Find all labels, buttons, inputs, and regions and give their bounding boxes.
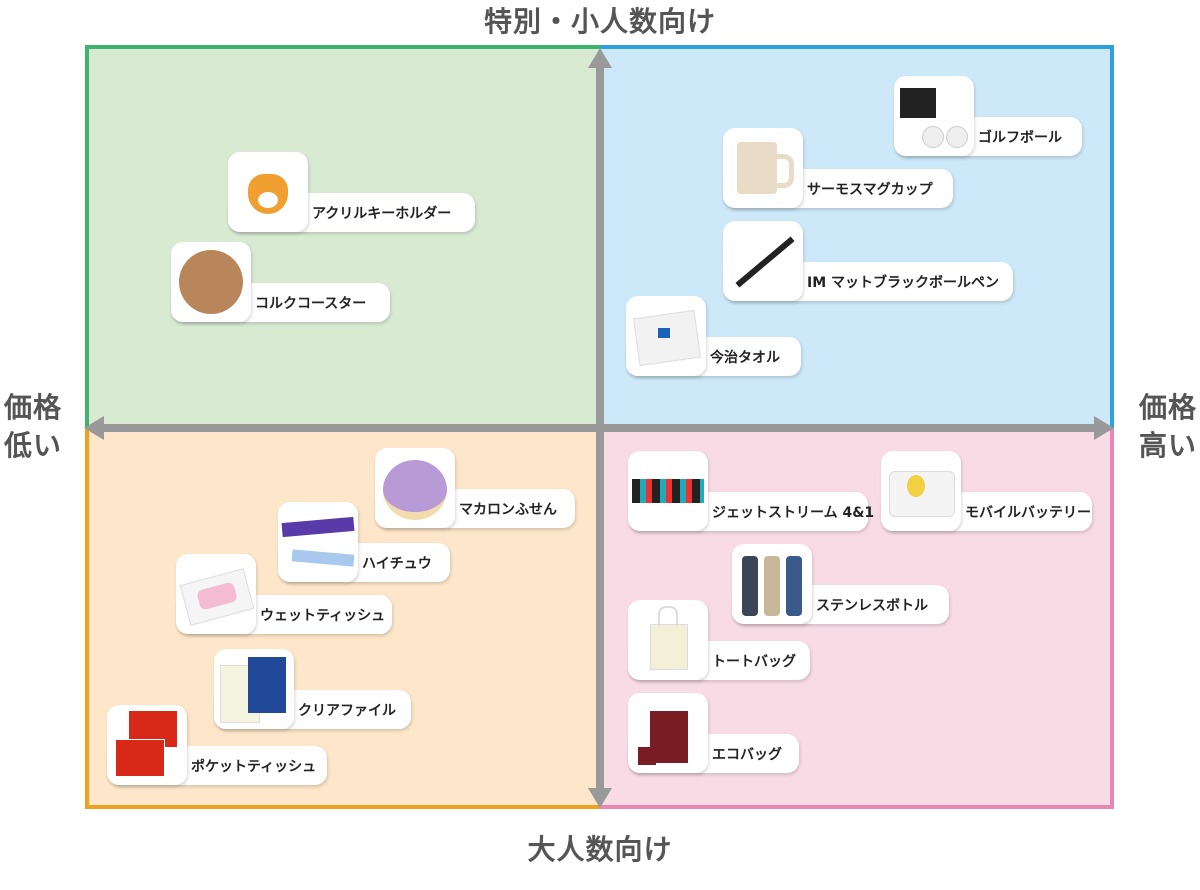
tote-bag-icon <box>628 600 708 680</box>
eco-bag-icon <box>628 693 708 773</box>
axis-label-right-line1: 価格 <box>1138 391 1197 424</box>
product-card: マカロンふせん <box>375 448 575 528</box>
product-label: アクリルキーホルダー <box>312 206 452 222</box>
product-card: IM マットブラックボールペン <box>723 221 1013 301</box>
product-card: ハイチュウ <box>278 502 450 582</box>
product-card: トートバッグ <box>628 600 810 680</box>
axis-label-left-line1: 価格 <box>3 391 62 424</box>
product-label: モバイルバッテリー <box>965 505 1091 521</box>
product-card: アクリルキーホルダー <box>228 152 475 232</box>
product-label: ウェットティッシュ <box>260 608 386 624</box>
product-label: ステンレスボトル <box>816 598 928 614</box>
product-card: ポケットティッシュ <box>107 705 327 785</box>
arrow-right-icon <box>1094 416 1114 440</box>
pocket-tissue-icon <box>107 705 187 785</box>
axis-label-top: 特別・小人数向け <box>483 5 716 38</box>
arrow-down-icon <box>588 788 612 808</box>
product-card: ジェットストリーム 4&1 <box>628 451 874 531</box>
macaron-sticky-icon <box>375 448 455 528</box>
product-label: マカロンふせん <box>459 502 557 518</box>
product-label: コルクコースター <box>255 296 367 312</box>
multi-pen-icon <box>628 451 708 531</box>
product-card: サーモスマグカップ <box>723 128 953 208</box>
product-card: ウェットティッシュ <box>176 554 392 634</box>
axis-label-right-line2: 高い <box>1138 429 1197 462</box>
axis-label-left-line2: 低い <box>3 429 62 462</box>
product-label: IM マットブラックボールペン <box>807 275 1000 291</box>
product-card: ステンレスボトル <box>732 544 949 624</box>
wet-tissue-icon <box>176 554 256 634</box>
mug-icon <box>723 128 803 208</box>
fox-keychain-icon <box>228 152 308 232</box>
product-card: モバイルバッテリー <box>881 451 1092 531</box>
arrow-up-icon <box>588 48 612 68</box>
product-label: トートバッグ <box>712 654 796 670</box>
product-card: ゴルフボール <box>894 76 1082 156</box>
product-label: ジェットストリーム 4&1 <box>712 505 875 521</box>
product-label: 今治タオル <box>710 350 780 366</box>
product-label: ゴルフボール <box>978 130 1062 146</box>
candy-icon <box>278 502 358 582</box>
axis-label-right: 価格高い <box>1133 389 1200 465</box>
pen-icon <box>723 221 803 301</box>
bottle-icon <box>732 544 812 624</box>
product-label: ハイチュウ <box>362 556 432 572</box>
product-label: エコバッグ <box>712 747 782 763</box>
cork-coaster-icon <box>171 242 251 322</box>
arrow-left-icon <box>84 416 104 440</box>
golf-ball-icon <box>894 76 974 156</box>
product-card: 今治タオル <box>626 296 801 376</box>
axis-label-left: 価格低い <box>0 389 68 465</box>
product-card: クリアファイル <box>214 649 411 729</box>
axis-label-bottom: 大人数向け <box>527 833 673 866</box>
towel-icon <box>626 296 706 376</box>
quadrant-special-low-price <box>85 45 600 428</box>
battery-icon <box>881 451 961 531</box>
product-label: クリアファイル <box>298 703 396 719</box>
product-card: エコバッグ <box>628 693 799 773</box>
clear-file-icon <box>214 649 294 729</box>
product-label: サーモスマグカップ <box>807 182 933 198</box>
product-label: ポケットティッシュ <box>191 759 317 775</box>
product-card: コルクコースター <box>171 242 390 322</box>
